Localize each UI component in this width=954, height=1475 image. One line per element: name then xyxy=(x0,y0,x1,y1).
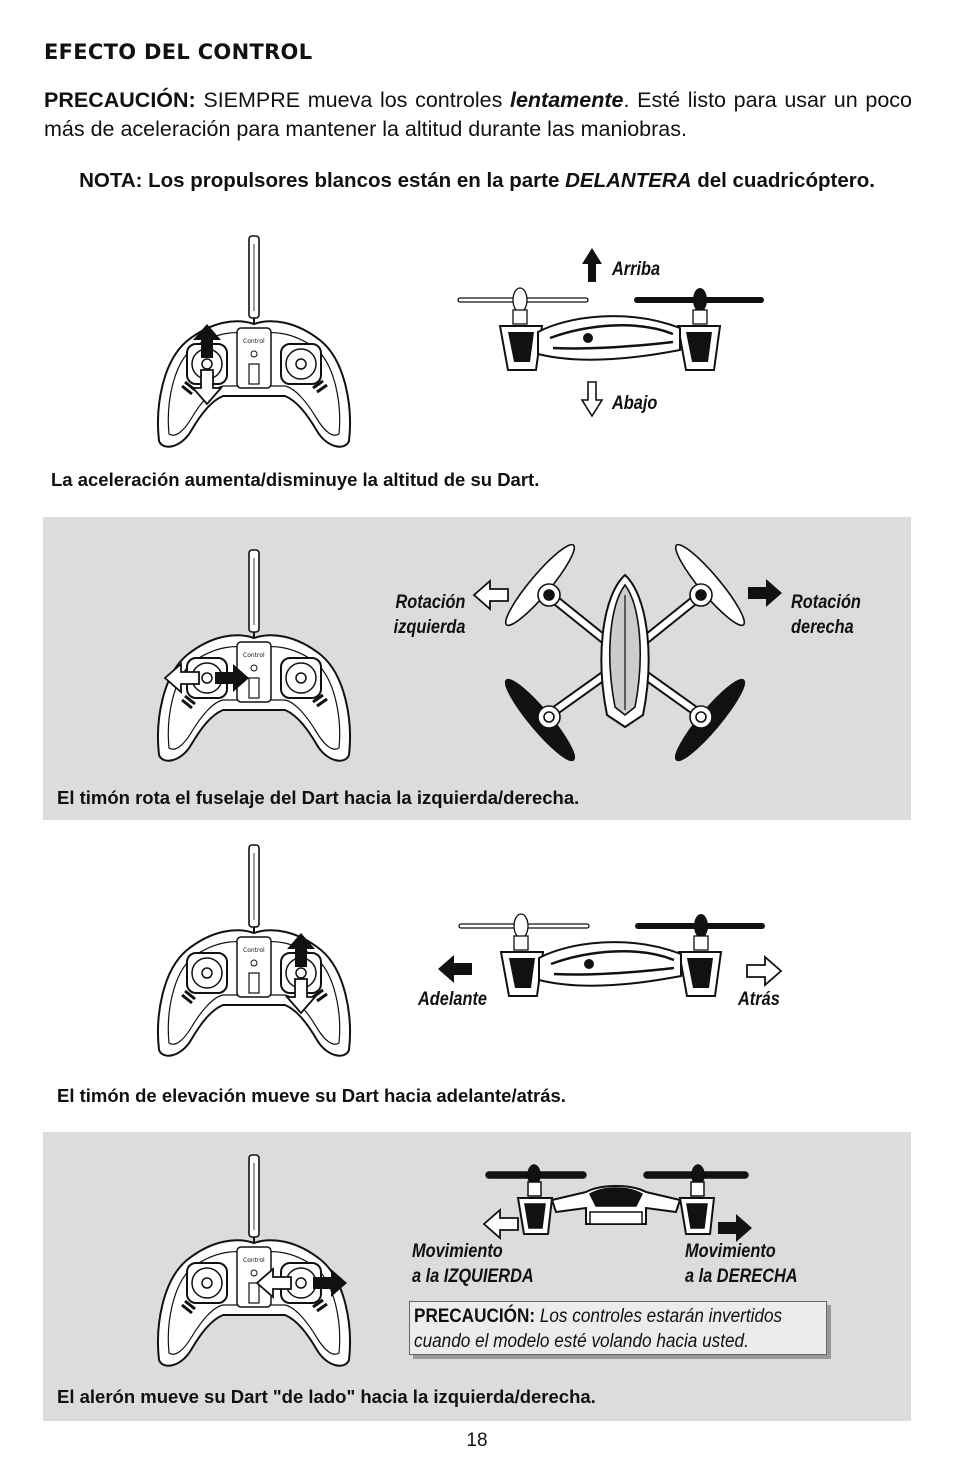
note-emphasis: DELANTERA xyxy=(565,169,692,192)
arrow-move-right-icon xyxy=(718,1214,752,1242)
warning-text: Los controles estarán invertidos xyxy=(535,1305,783,1327)
arrow-rotate-left-icon xyxy=(473,580,509,610)
label-movimiento-derecha: Movimiento a la DERECHA xyxy=(685,1241,798,1287)
quad-side-elevator xyxy=(457,912,767,998)
label-atras: Atrás xyxy=(738,989,780,1010)
warning-box: PRECAUCIÓN: Los controles estarán invert… xyxy=(409,1301,827,1355)
quad-side-throttle xyxy=(456,286,766,372)
controller-throttle xyxy=(156,234,352,449)
caution-emphasis: lentamente xyxy=(509,88,624,112)
arrow-down-icon xyxy=(580,381,604,418)
arrow-forward-icon xyxy=(438,955,472,983)
warning-label: PRECAUCIÓN: xyxy=(414,1305,536,1327)
caution-label: PRECAUCIÓN: xyxy=(44,88,196,112)
quad-top-view xyxy=(504,543,746,762)
caution-text-after: . Esté listo para usar un poco más de ac… xyxy=(44,88,912,141)
note-text-after: del cuadricóptero. xyxy=(691,169,875,192)
controller-rudder xyxy=(156,548,352,763)
quad-front-view xyxy=(485,1164,749,1235)
section-title: EFECTO DEL CONTROL xyxy=(44,40,313,64)
note-text-before: NOTA: Los propulsores blancos están en l… xyxy=(79,169,566,192)
caption-throttle: La aceleración aumenta/disminuye la alti… xyxy=(51,469,540,490)
page-number: 18 xyxy=(466,1430,488,1451)
label-movimiento-izquierda: Movimiento a la IZQUIERDA xyxy=(412,1241,534,1287)
label-arriba: Arriba xyxy=(612,259,661,280)
arrow-up-icon xyxy=(582,248,602,282)
caption-rudder: El timón rota el fuselaje del Dart hacia… xyxy=(57,787,580,808)
arrow-rotate-right-icon xyxy=(748,579,782,607)
label-adelante: Adelante xyxy=(418,989,488,1010)
caption-elevator: El timón de elevación mueve su Dart haci… xyxy=(57,1085,566,1106)
warning-text-2: cuando el modelo esté volando hacia uste… xyxy=(414,1330,749,1352)
caution-paragraph: PRECAUCIÓN: SIEMPRE mueva los controles … xyxy=(44,86,912,144)
controller-aileron xyxy=(156,1153,352,1368)
note-paragraph: NOTA: Los propulsores blancos están en l… xyxy=(44,166,910,195)
caption-aileron: El alerón mueve su Dart "de lado" hacia … xyxy=(57,1386,596,1407)
caution-text-before: SIEMPRE mueva los controles xyxy=(195,88,510,112)
label-rotacion-izquierda: Rotación izquierda xyxy=(393,592,465,638)
arrow-back-icon xyxy=(746,956,782,986)
controller-elevator xyxy=(156,843,352,1058)
label-abajo: Abajo xyxy=(612,393,658,414)
arrow-move-left-icon xyxy=(483,1209,519,1239)
label-rotacion-derecha: Rotación derecha xyxy=(791,592,861,638)
